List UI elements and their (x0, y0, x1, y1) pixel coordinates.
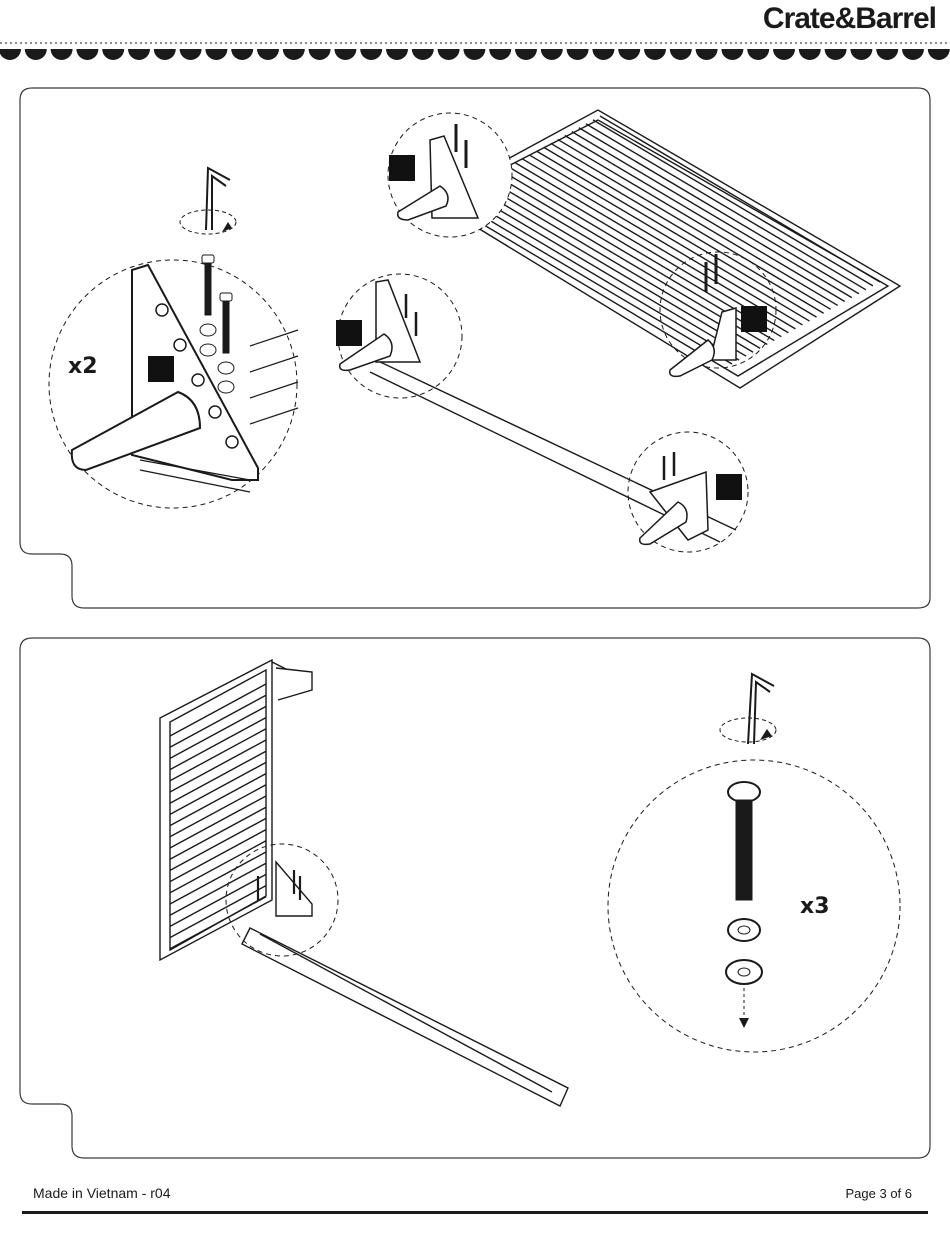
detail-magnifier-7 (608, 760, 900, 1052)
panel-2-frame (20, 638, 930, 1158)
allen-key-icon (206, 168, 230, 230)
quantity-label-x3: x3 (800, 894, 830, 919)
quantity-label-x2: x2 (68, 354, 98, 379)
footer-origin: Made in Vietnam - r04 (33, 1185, 170, 1201)
long-rail (242, 928, 568, 1106)
footer-rule (22, 1211, 928, 1214)
bolt-large (726, 782, 762, 984)
rotation-indicator (180, 210, 236, 234)
step-marker (148, 356, 174, 382)
footer-page-number: Page 3 of 6 (846, 1186, 913, 1201)
